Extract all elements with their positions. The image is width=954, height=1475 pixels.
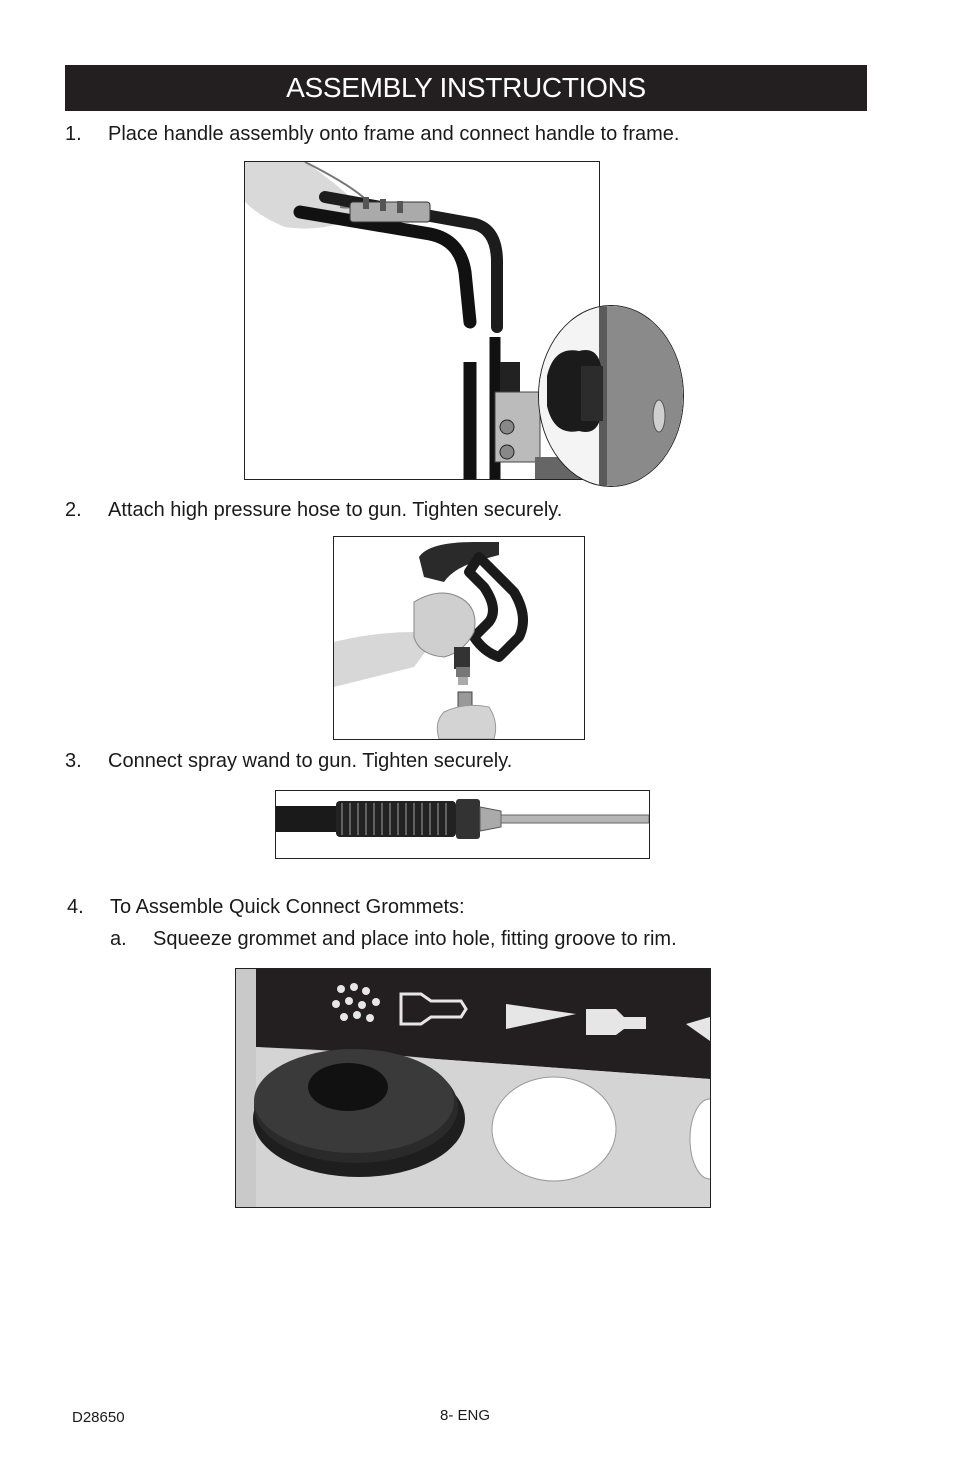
step-4-number: 4. [67,896,84,918]
knob-detail-inset [538,305,684,487]
knob-detail-illustration [539,306,683,486]
spray-gun-illustration [334,537,584,739]
grommet-photo [235,968,711,1208]
hose-to-gun-photo [333,536,585,740]
step-4-text: To Assemble Quick Connect Grommets: [110,896,465,918]
step-3-text: Connect spray wand to gun. Tighten secur… [108,750,513,772]
grommet-illustration [236,969,710,1207]
step-3-number: 3. [65,750,82,772]
spray-wand-illustration [276,791,649,858]
substep-a-text: Squeeze grommet and place into hole, fit… [153,928,677,950]
step-1-number: 1. [65,123,82,145]
model-number: D28650 [72,1409,125,1426]
page-number: 8- ENG [440,1407,491,1424]
spray-wand-photo [275,790,650,859]
page-title: ASSEMBLY INSTRUCTIONS [286,72,646,103]
step-2-number: 2. [65,499,82,521]
section-title-banner: ASSEMBLY INSTRUCTIONS [65,65,867,111]
step-1-text: Place handle assembly onto frame and con… [108,123,680,145]
step-2-text: Attach high pressure hose to gun. Tighte… [108,499,563,521]
substep-a-letter: a. [110,928,127,950]
handle-frame-illustration [245,162,599,479]
handle-assembly-photo [244,161,600,480]
